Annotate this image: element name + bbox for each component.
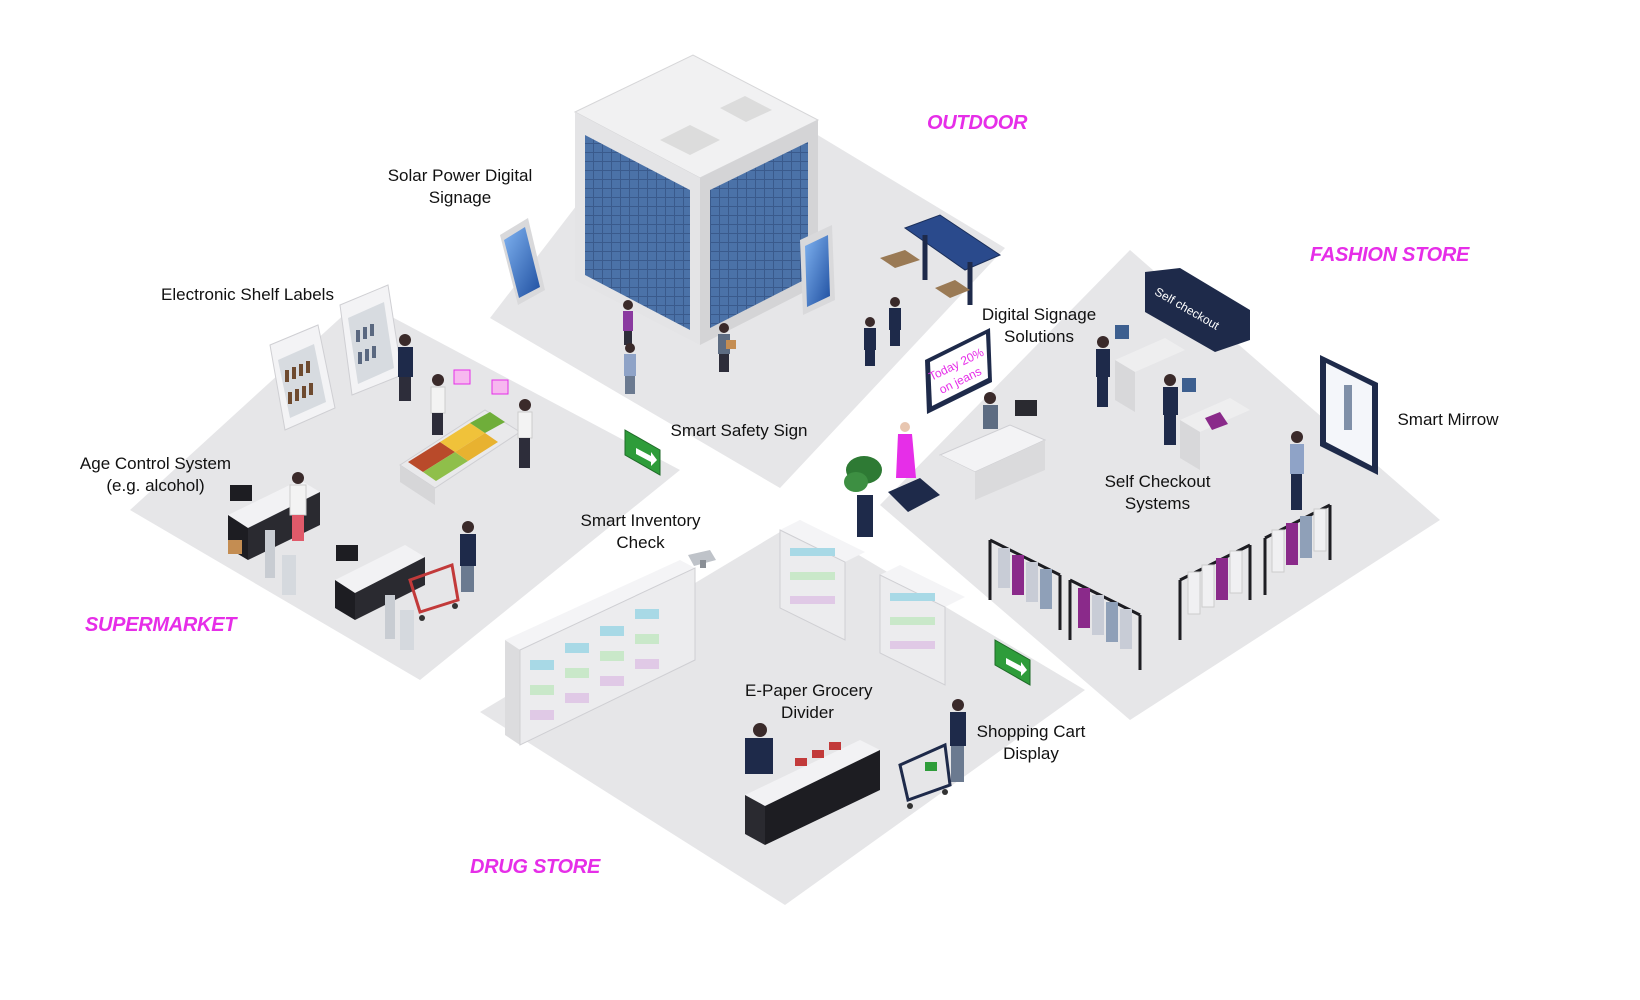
label-line: Check	[616, 533, 665, 552]
label-epaper-grocery-divider: E-Paper Grocery Divider	[745, 680, 873, 724]
label-smart-inventory-check: Smart Inventory Check	[578, 510, 703, 554]
floor-supermarket	[130, 300, 680, 680]
label-line: Solar Power Digital	[387, 166, 533, 185]
label-line: Smart Safety Sign	[670, 421, 808, 440]
label-line: (e.g. alcohol)	[106, 476, 205, 495]
checkout-counter-with-divider	[732, 740, 880, 852]
shelf-unit-with-electronic-labels	[269, 284, 403, 431]
pharmacy-shelves	[879, 565, 965, 686]
floor-fashion	[880, 250, 1440, 720]
pharmacy-shelves	[505, 560, 696, 746]
label-smart-mirror: Smart Mirrow	[1395, 409, 1501, 431]
smart-mirror	[1320, 355, 1378, 475]
mannequin	[888, 422, 940, 512]
shopper-with-cart	[408, 521, 476, 621]
smart-safety-sign-icon	[624, 429, 661, 476]
zone-title-drug-store: DRUG STORE	[470, 856, 600, 878]
digital-signage-screen: Today 20% on jeans	[925, 328, 992, 414]
clothing-rack	[1068, 578, 1142, 670]
reception-desk	[938, 392, 1047, 500]
shopping-bag-icon	[228, 540, 242, 554]
self-checkout-banner: Self checkout	[1145, 268, 1250, 352]
clothing-rack	[1178, 543, 1252, 640]
label-line: Electronic Shelf Labels	[161, 285, 334, 304]
label-line: Solutions	[1004, 327, 1074, 346]
exit-sign-icon	[994, 639, 1031, 686]
label-digital-signage-solutions: Digital Signage Solutions	[980, 304, 1098, 348]
label-electronic-shelf-labels: Electronic Shelf Labels	[160, 284, 335, 306]
shopper-at-mirror	[1290, 431, 1304, 510]
store-employee	[398, 334, 413, 401]
label-shopping-cart-display: Shopping Cart Display	[975, 721, 1087, 765]
label-self-checkout-systems: Self Checkout Systems	[1100, 471, 1215, 515]
shopper-with-cart	[898, 699, 966, 809]
delivery-person	[718, 323, 736, 372]
zone-title-fashion-store: FASHION STORE	[1310, 244, 1470, 266]
label-line: Smart Inventory	[580, 511, 701, 530]
label-age-control-system: Age Control System (e.g. alcohol)	[78, 453, 233, 497]
label-line: Shopping Cart	[976, 722, 1086, 741]
digital-signage-totem-left	[500, 218, 545, 305]
entry-gates	[265, 530, 414, 650]
self-checkout-kiosk	[1163, 374, 1250, 470]
self-checkout-kiosk	[1096, 325, 1185, 412]
zone-title-supermarket: SUPERMARKET	[85, 614, 237, 636]
fruit-stand	[399, 409, 521, 505]
solar-bus-stop	[880, 214, 1002, 305]
shopper	[430, 374, 533, 468]
label-line: Divider	[781, 703, 834, 722]
pedestrian	[623, 300, 633, 345]
cashier	[745, 723, 773, 774]
label-line: Age Control System	[79, 454, 232, 473]
label-line: E-Paper Grocery	[745, 681, 873, 700]
label-solar-power-digital-signage: Solar Power Digital Signage	[385, 165, 535, 209]
office-building	[573, 54, 820, 345]
potted-plant	[844, 456, 882, 537]
label-smart-safety-sign: Smart Safety Sign	[670, 420, 808, 442]
label-line: Self Checkout	[1104, 472, 1211, 491]
label-line: Signage	[428, 188, 492, 207]
clothing-rack	[988, 538, 1062, 630]
label-line: Digital Signage	[981, 305, 1097, 324]
floating-price-tags	[453, 369, 509, 395]
pharmacy-shelves	[779, 520, 865, 641]
pedestrian	[624, 343, 636, 394]
label-line: Smart Mirrow	[1397, 410, 1499, 429]
zone-title-outdoor: OUTDOOR	[927, 112, 1028, 134]
business-people	[864, 297, 901, 366]
label-line: Systems	[1124, 494, 1191, 513]
digital-signage-totem-right	[800, 225, 835, 315]
checkout-counter	[335, 545, 425, 620]
clothing-rack	[1263, 503, 1332, 595]
label-line: Display	[1003, 744, 1059, 763]
security-camera-icon	[688, 550, 716, 568]
